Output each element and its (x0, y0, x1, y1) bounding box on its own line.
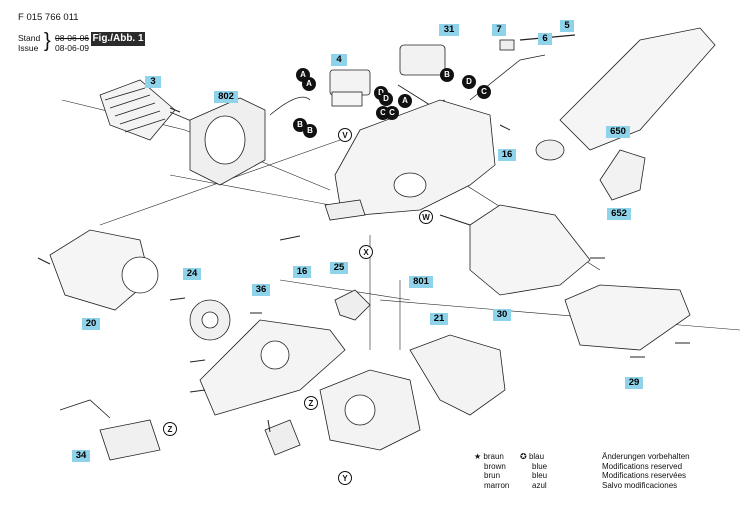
callout-circle: X (359, 245, 373, 259)
callout-circle: Z (163, 422, 177, 436)
legend-item: blau (528, 452, 545, 461)
circled-star-icon: ✪ (520, 452, 527, 461)
part-label: 25 (330, 262, 348, 274)
document-number: F 015 766 011 (18, 12, 79, 23)
part-label: 802 (214, 91, 238, 103)
legend-star: ★ braun brown brun marron (474, 452, 509, 490)
part-label: 16 (498, 149, 516, 161)
callout-circle: D (462, 75, 476, 89)
legend-item: azul (532, 480, 547, 490)
legend-circle: ✪ blau blue bleu azul (520, 452, 547, 490)
legend-item: blue (532, 461, 548, 471)
part-label: 31 (439, 24, 459, 36)
note-line: Modifications reserved (602, 461, 683, 471)
part-label: 4 (331, 54, 347, 66)
part-label: 652 (607, 208, 631, 220)
part-label: 29 (625, 377, 643, 389)
part-label: 34 (72, 450, 90, 462)
part-label: 7 (492, 24, 506, 36)
note-line: Modifications reservées (602, 471, 687, 480)
legend-item: bleu (532, 471, 548, 480)
part-label: 24 (183, 268, 201, 280)
callout-circle: V (338, 128, 352, 142)
part-label: 5 (560, 20, 574, 32)
part-label: 6 (538, 33, 552, 45)
callout-circle: C (477, 85, 491, 99)
callout-circle: A (302, 77, 316, 91)
stand-date: 08-06-06 (55, 33, 90, 43)
part-label: 21 (430, 313, 448, 325)
callout-circle: B (303, 124, 317, 138)
modification-notes: Änderungen vorbehalten Modifications res… (602, 452, 690, 490)
callout-circle: Y (338, 471, 352, 485)
legend-item: marron (484, 480, 510, 490)
part-label: 30 (493, 309, 511, 321)
part-label: 650 (606, 126, 630, 138)
callout-circle: W (419, 210, 433, 224)
legend-item: brun (484, 471, 501, 480)
legend-item: braun (483, 452, 504, 461)
issue-label: Issue (18, 43, 39, 53)
part-label: 3 (145, 76, 161, 88)
callout-circle: Z (304, 396, 318, 410)
callout-circle: A (398, 94, 412, 108)
star-icon: ★ (474, 452, 482, 461)
part-label: 36 (252, 284, 270, 296)
legend-item: brown (484, 461, 506, 471)
part-label: 20 (82, 318, 100, 330)
brace-glyph: } (44, 30, 51, 52)
callout-circle: D (379, 92, 393, 106)
part-label: 801 (409, 276, 433, 288)
note-line: Salvo modificaciones (602, 480, 678, 490)
callout-circle: C (385, 106, 399, 120)
stand-label: Stand (18, 33, 41, 43)
note-line: Änderungen vorbehalten (602, 452, 690, 461)
figure-label: Fig./Abb. 1 (91, 32, 145, 46)
callout-circle: B (440, 68, 454, 82)
issue-date: 08-06-09 (55, 43, 90, 53)
part-label: 16 (293, 266, 311, 278)
